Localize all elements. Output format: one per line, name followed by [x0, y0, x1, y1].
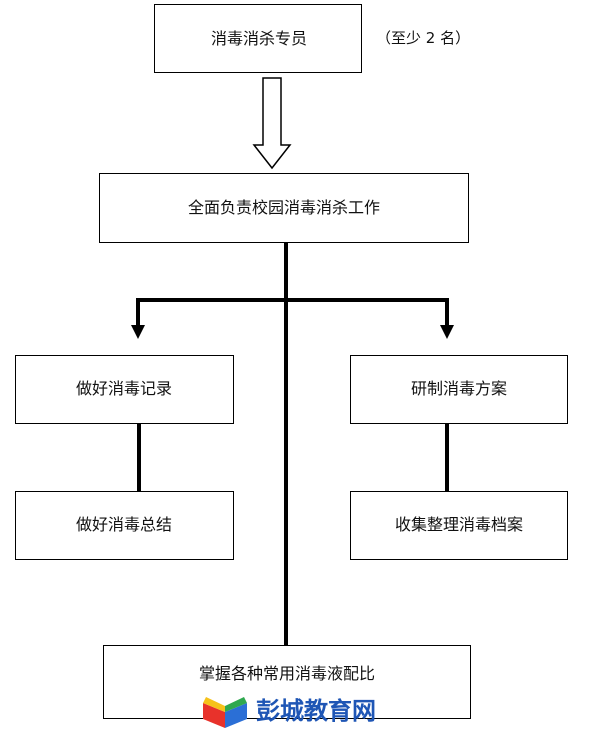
top-box-label: 消毒消杀专员: [211, 29, 307, 48]
watermark: 彭城教育网: [203, 697, 376, 728]
boxes: [15, 4, 568, 719]
side-note-label: （至少 2 名）: [376, 29, 470, 47]
main-box: [99, 173, 469, 243]
left-arrow-head: [131, 325, 145, 339]
left-box-1-label: 做好消毒记录: [76, 379, 172, 398]
main-box-label: 全面负责校园消毒消杀工作: [188, 198, 380, 217]
watermark-book-icon: [203, 697, 247, 728]
right-box-2: [350, 491, 568, 560]
right-arrow-head: [440, 325, 454, 339]
left-box-2: [15, 491, 234, 560]
top-box: [154, 4, 362, 73]
right-box-1: [350, 355, 568, 424]
bottom-box: [103, 645, 471, 719]
left-box-1: [15, 355, 234, 424]
left-box-2-label: 做好消毒总结: [76, 515, 172, 534]
hollow-arrow: [252, 77, 292, 170]
bottom-box-label: 掌握各种常用消毒液配比: [199, 664, 375, 683]
labels: 消毒消杀专员 （至少 2 名） 全面负责校园消毒消杀工作 做好消毒记录 做好消毒…: [76, 29, 523, 683]
right-box-1-label: 研制消毒方案: [411, 379, 507, 398]
connectors: [131, 77, 454, 645]
right-box-2-label: 收集整理消毒档案: [395, 515, 523, 534]
watermark-text: 彭城教育网: [256, 697, 376, 725]
